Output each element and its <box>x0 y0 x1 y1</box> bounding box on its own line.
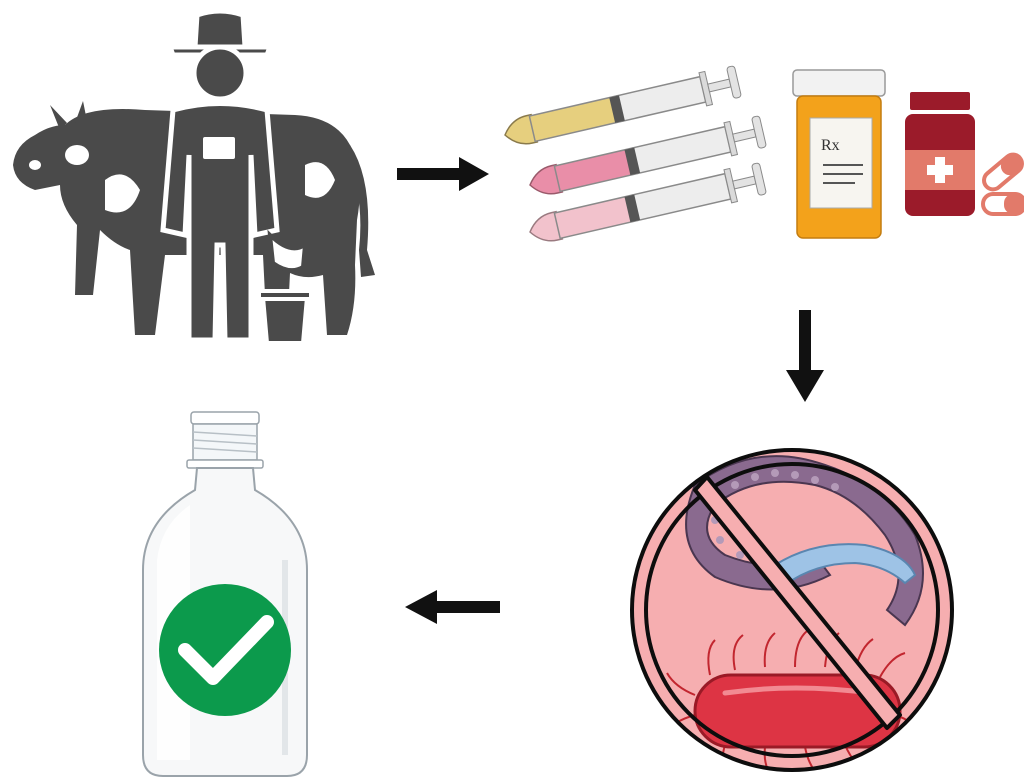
milk-bottle-checkmark-icon <box>135 410 315 780</box>
farmer-with-cow-icon <box>5 5 385 350</box>
medicine-jar <box>905 92 975 216</box>
cow-spot <box>65 145 89 165</box>
arrow-right-icon <box>397 157 489 191</box>
arrow-down-icon <box>784 310 826 402</box>
pills <box>980 151 1024 214</box>
rx-label: Rx <box>821 137 840 154</box>
syringes-and-medicine-icon: Rx <box>505 60 1024 255</box>
prohibited-pathogens-icon <box>615 425 970 780</box>
milk-bucket <box>263 297 307 343</box>
arrow-left-icon <box>405 590 500 624</box>
prescription-bottle: Rx <box>793 70 885 238</box>
